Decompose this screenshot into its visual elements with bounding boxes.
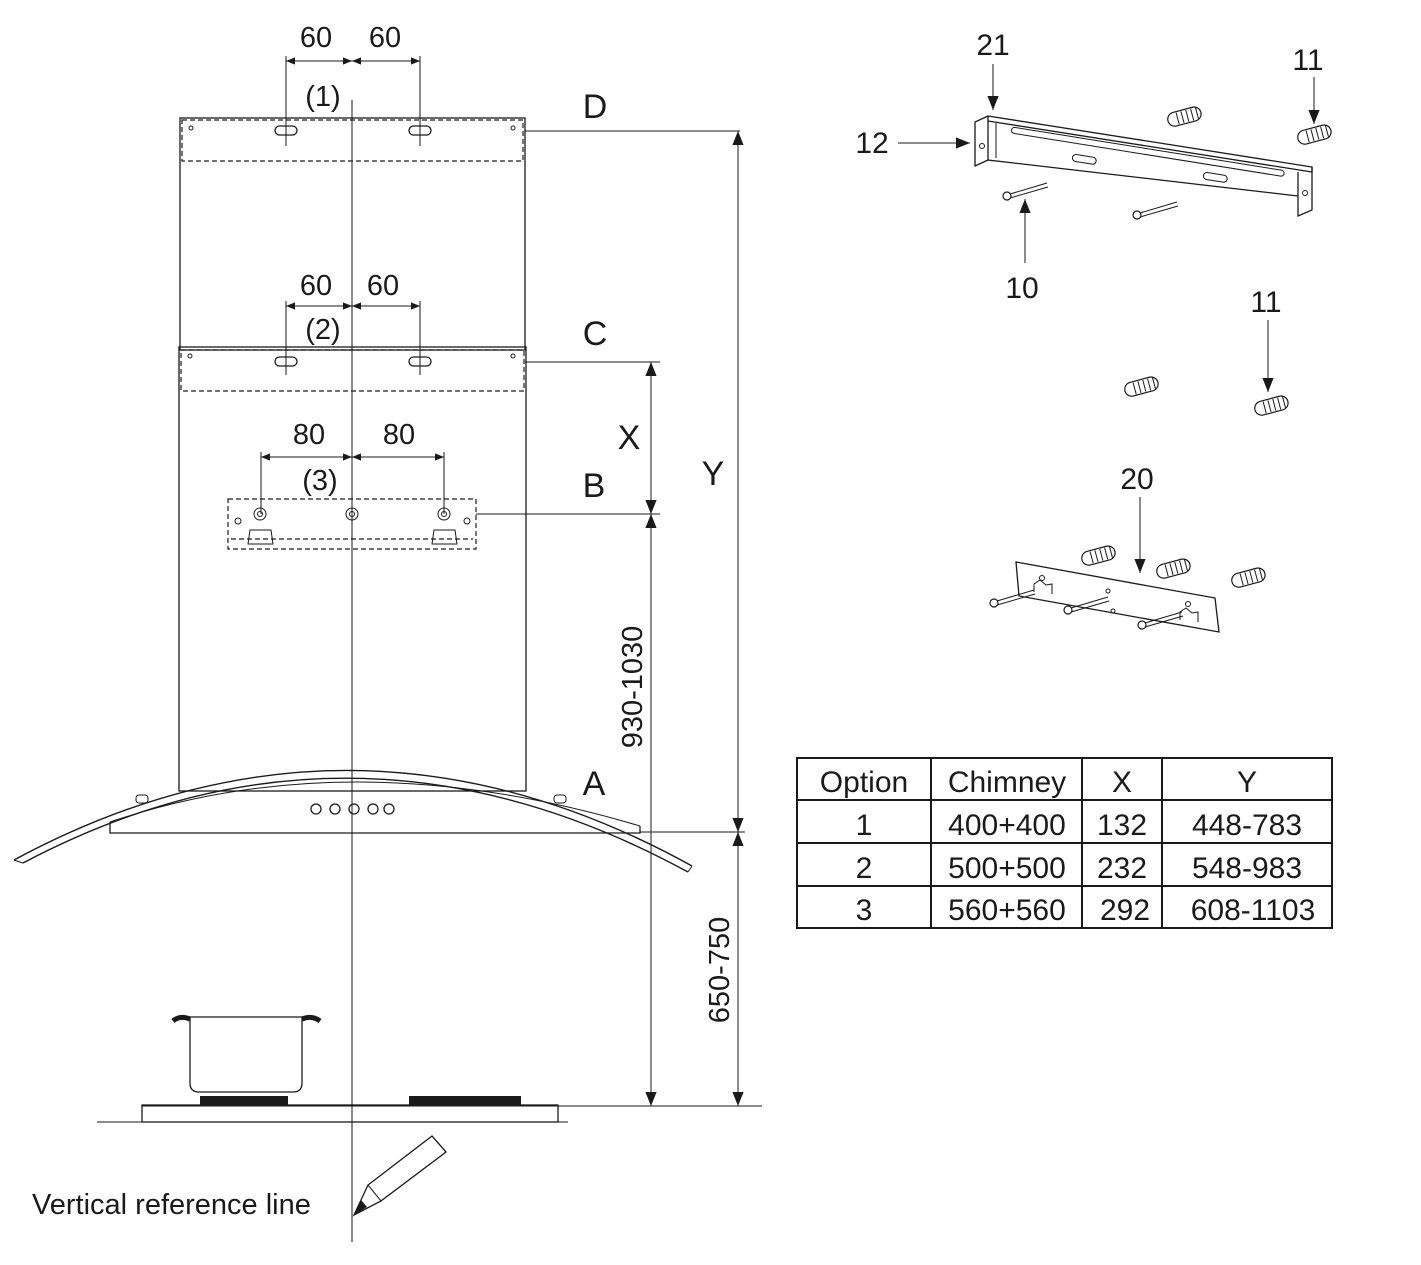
dimension-option-2	[285, 301, 421, 375]
dim-1-right: 60	[369, 22, 401, 54]
options-table: Option Chimney X Y 1 400+400 132 448-783…	[796, 757, 1333, 929]
dimension-option-1	[285, 56, 421, 146]
table-cell: 2	[856, 852, 873, 885]
table-cell: 1	[856, 809, 873, 842]
dim-1-option: (1)	[305, 81, 340, 113]
dim-3-right: 80	[383, 419, 415, 451]
dimension-option-3	[260, 452, 445, 514]
table-header-y: Y	[1237, 766, 1257, 799]
table-cell: 448-783	[1192, 809, 1302, 842]
dimension-650-750: 650-750	[704, 917, 736, 1023]
dim-3-left: 80	[293, 419, 325, 451]
cooking-pot	[171, 1014, 322, 1093]
table-cell: 500+500	[948, 852, 1066, 885]
dim-2-option: (2)	[305, 314, 340, 346]
level-label-a: A	[583, 765, 606, 803]
table-cell: 548-983	[1192, 852, 1302, 885]
table-cell: 608-1103	[1191, 894, 1316, 927]
dim-2-right: 60	[367, 270, 399, 302]
hood-canopy	[13, 769, 693, 873]
table-cell: 292	[1100, 894, 1150, 927]
part-number-10: 10	[1005, 272, 1038, 305]
level-label-d: D	[583, 88, 608, 126]
wall-bracket-21	[974, 115, 1313, 217]
level-label-c: C	[583, 315, 608, 353]
dimension-label-y: Y	[702, 455, 725, 493]
part-number-20: 20	[1120, 463, 1153, 496]
part-number-12: 12	[855, 127, 888, 160]
hood-bracket-20	[1015, 561, 1220, 633]
hood-bracket	[227, 498, 477, 550]
part-number-11-mid: 11	[1250, 286, 1281, 319]
dimension-930-1030: 930-1030	[617, 626, 649, 749]
dim-1-left: 60	[300, 22, 332, 54]
level-label-b: B	[583, 467, 606, 505]
dim-2-left: 60	[300, 270, 332, 302]
table-cell: 232	[1097, 852, 1147, 885]
table-cell: 132	[1097, 809, 1147, 842]
dim-3-option: (3)	[302, 465, 337, 497]
table-cell: 560+560	[948, 894, 1066, 927]
vertical-reference-line-label: Vertical reference line	[32, 1189, 311, 1221]
part-number-11-top: 11	[1292, 44, 1323, 77]
dimension-label-x: X	[618, 419, 641, 457]
table-header-chimney: Chimney	[948, 766, 1066, 799]
table-header-option: Option	[820, 766, 908, 799]
hob	[97, 1096, 762, 1123]
pencil-icon	[352, 1135, 447, 1217]
table-cell: 400+400	[948, 809, 1066, 842]
table-cell: 3	[856, 894, 873, 927]
part-number-21: 21	[976, 29, 1009, 62]
table-header-x: X	[1112, 766, 1132, 799]
control-knobs	[310, 803, 395, 815]
